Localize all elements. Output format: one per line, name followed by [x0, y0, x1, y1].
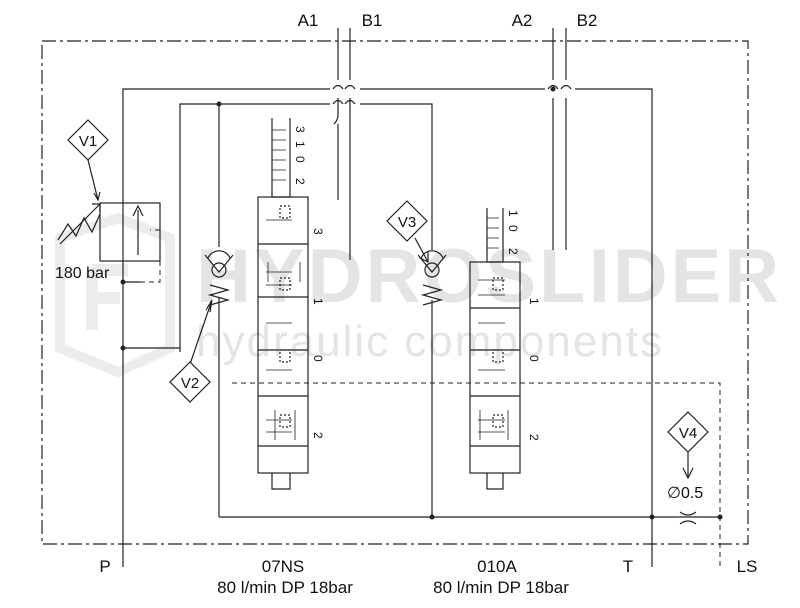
port-b2-label: B2 [577, 11, 598, 30]
lever-2-pos-2: 2 [506, 248, 520, 255]
orifice-symbol [679, 511, 697, 525]
v4-tag: V4 [667, 411, 709, 480]
section-1-spec: 80 l/min DP 18bar [217, 578, 353, 597]
bottom-port-labels: P T LS [99, 557, 757, 576]
relief-valve [57, 202, 161, 262]
port-b1-label: B1 [362, 11, 383, 30]
lever-position-labels-2: 1 0 2 [506, 210, 520, 255]
watermark-tagline: hydraulic components [196, 317, 664, 366]
port-a1-label: A1 [298, 11, 319, 30]
v2-label: V2 [181, 375, 199, 392]
lever-1-pos-0: 0 [293, 156, 307, 163]
check-valve-v2 [204, 250, 234, 306]
section-2-name: 010A [477, 557, 517, 576]
lever-2-pos-0: 0 [506, 225, 520, 232]
spool-2-pos-1: 1 [527, 298, 541, 305]
v3-pointer [414, 237, 429, 263]
section-2-spool [469, 208, 521, 490]
v2-pointer [187, 299, 213, 371]
orifice-label: ∅0.5 [667, 485, 703, 502]
circuit-lines [122, 28, 720, 567]
manifold-boundary [41, 40, 749, 545]
lever-2-pos-1: 1 [506, 210, 520, 217]
spool-2-pos-0: 0 [527, 355, 541, 362]
section-1-spool [257, 118, 309, 490]
spool-1-pos-1: 1 [311, 298, 325, 305]
section-labels: 07NS 80 l/min DP 18bar 010A 80 l/min DP … [217, 557, 569, 597]
v1-tag: V1 [67, 119, 109, 161]
spool-1-pos-2: 2 [311, 432, 325, 439]
top-port-labels: A1 B1 A2 B2 [298, 11, 598, 30]
v1-label: V1 [79, 133, 97, 150]
section-2-spec: 80 l/min DP 18bar [433, 578, 569, 597]
v3-label: V3 [398, 214, 416, 231]
lever-1-pos-1: 1 [293, 141, 307, 148]
watermark-logo [55, 212, 175, 378]
junction-dots [120, 86, 723, 520]
v3-tag: V3 [386, 200, 428, 242]
spool-position-labels-1: 3 1 0 2 [311, 228, 325, 439]
spool-2-pos-2: 2 [527, 434, 541, 441]
relief-setting-label: 180 bar [55, 265, 110, 282]
watermark-brand: HYDROSLIDER [196, 234, 782, 319]
v1-pointer [87, 159, 101, 202]
lever-1-pos-2: 2 [293, 178, 307, 185]
port-p-label: P [99, 557, 110, 576]
section-1-name: 07NS [262, 557, 305, 576]
port-ls-label: LS [737, 557, 758, 576]
v2-tag: V2 [169, 361, 211, 403]
spool-position-labels-2: 1 0 2 [527, 298, 541, 441]
spool-1-pos-3: 3 [311, 228, 325, 235]
spool-1-pos-0: 0 [311, 355, 325, 362]
check-valve-v3 [417, 250, 447, 306]
port-t-label: T [623, 557, 633, 576]
lever-position-labels-1: 3 1 0 2 [293, 126, 307, 185]
v4-label: V4 [679, 425, 697, 442]
lever-1-pos-3: 3 [293, 126, 307, 133]
port-a2-label: A2 [512, 11, 533, 30]
